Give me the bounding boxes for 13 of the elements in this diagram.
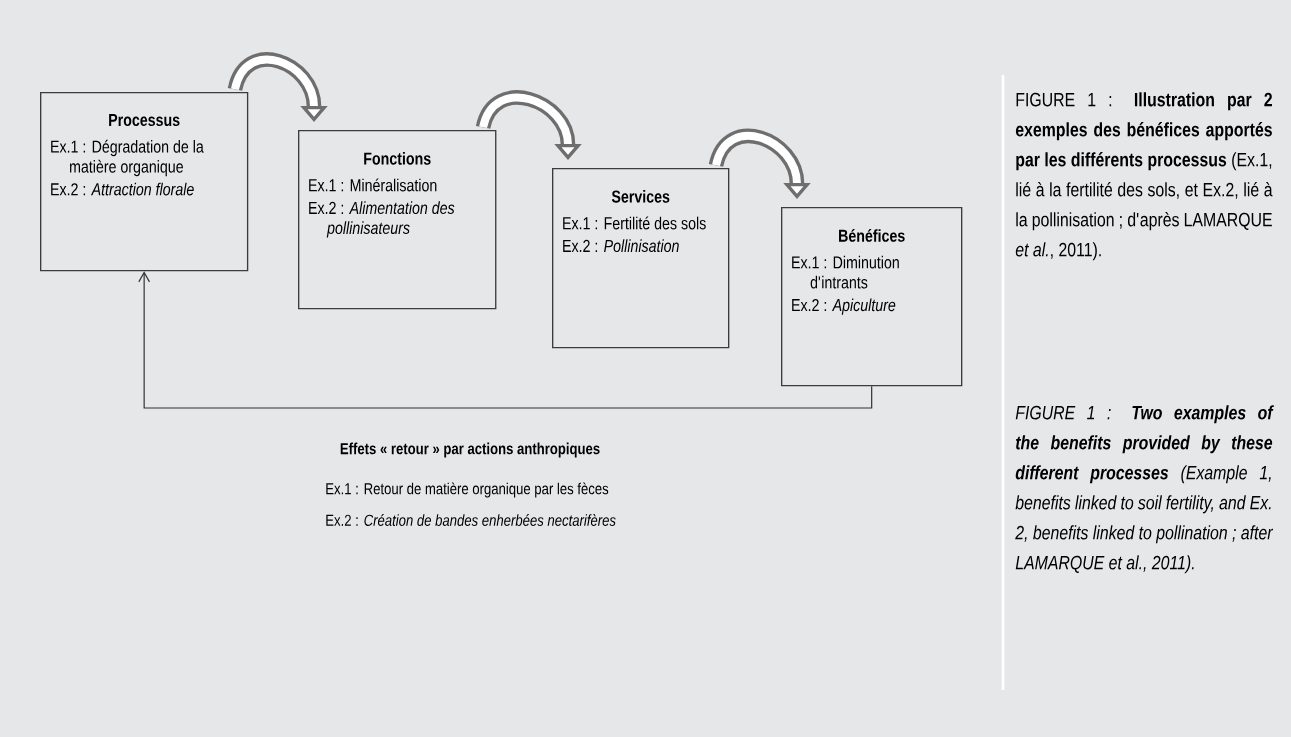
process-box: Services Ex.1 : Fertilité des sols Ex.2 : Pollinisation [552,168,730,349]
caption-text: FIGURE 1 : Illustration par 2 exemples des bénéfices apportés par les différents processus (Ex.1, lié à la fertilité des sols, et Ex.2, lié à la pollinisation ; d'après LAMARQUE et al., 2011). [1015,92,1273,261]
curved-block-arrow [709,128,811,199]
edge-label: Effets « retour » par actions anthropiques [340,442,600,458]
process-box: Fonctions Ex.1 : Minéralisation Ex.2 : Alimentation des pollinisateurs [298,130,497,310]
feedback-arrow [138,271,873,409]
process-box: Bénéfices Ex.1 : Diminution d'intrants Ex.2 : Apiculture [781,207,963,387]
caption-text: FIGURE 1 : Two examples of the benefits provided by these different processes (Example 1, benefits linked to soil fertility, and Ex. 2, benefits linked to pollination ; after LAMARQUE et al., 2011). [1015,405,1274,574]
example-text: Ex.1 : Retour de matière organique par les fèces [326,482,609,498]
curved-block-arrow [227,52,328,122]
process-box: Processus Ex.1 : Dégradation de la matière organique Ex.2 : Attraction florale [40,92,249,272]
example-text: Ex.2 : Création de bandes enherbées nectarifères [326,514,616,526]
curved-block-arrow [476,90,582,160]
